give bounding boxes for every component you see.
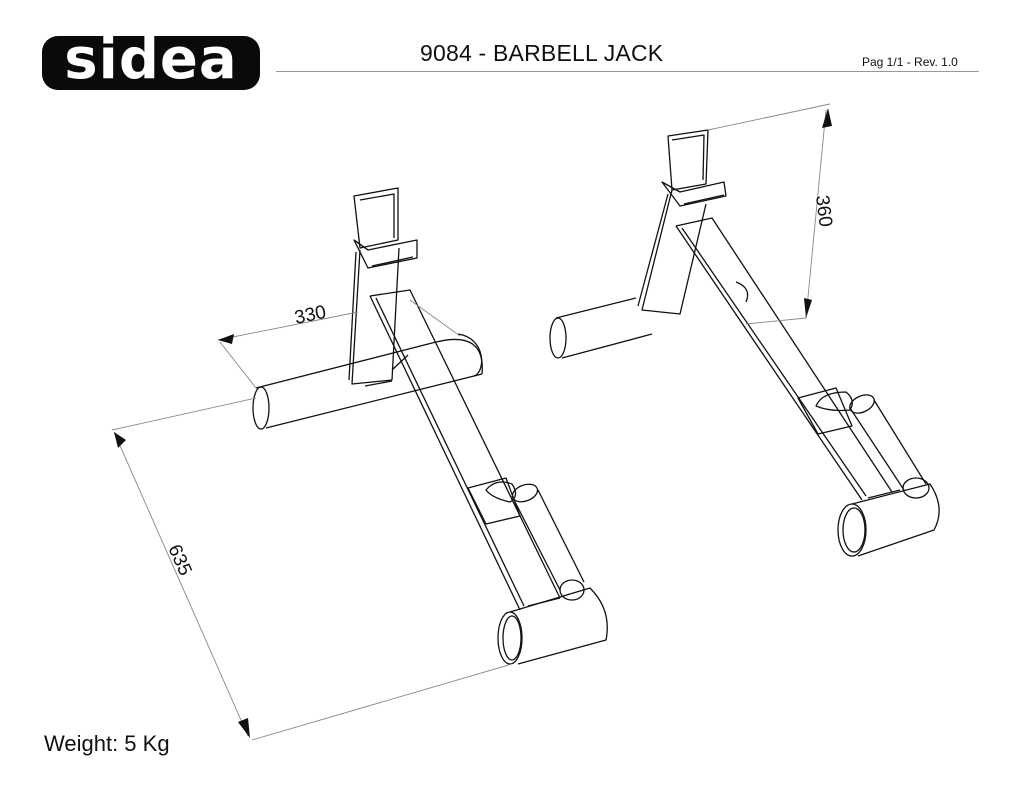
right-jack xyxy=(549,129,940,557)
page-title: 9084 - BARBELL JACK xyxy=(420,40,664,66)
dimension-width: 330 xyxy=(293,302,328,329)
left-jack xyxy=(252,187,608,665)
page-revision-info: Pag 1/1 - Rev. 1.0 xyxy=(862,55,958,69)
weight-label: Weight: 5 Kg xyxy=(44,731,170,756)
header-divider xyxy=(276,71,979,72)
sidea-logo: sidea xyxy=(42,30,260,90)
logo-text: sidea xyxy=(64,27,238,92)
logo-background xyxy=(42,36,260,90)
dimension-length: 635 xyxy=(163,541,195,579)
dimension-height: 360 xyxy=(811,194,836,228)
